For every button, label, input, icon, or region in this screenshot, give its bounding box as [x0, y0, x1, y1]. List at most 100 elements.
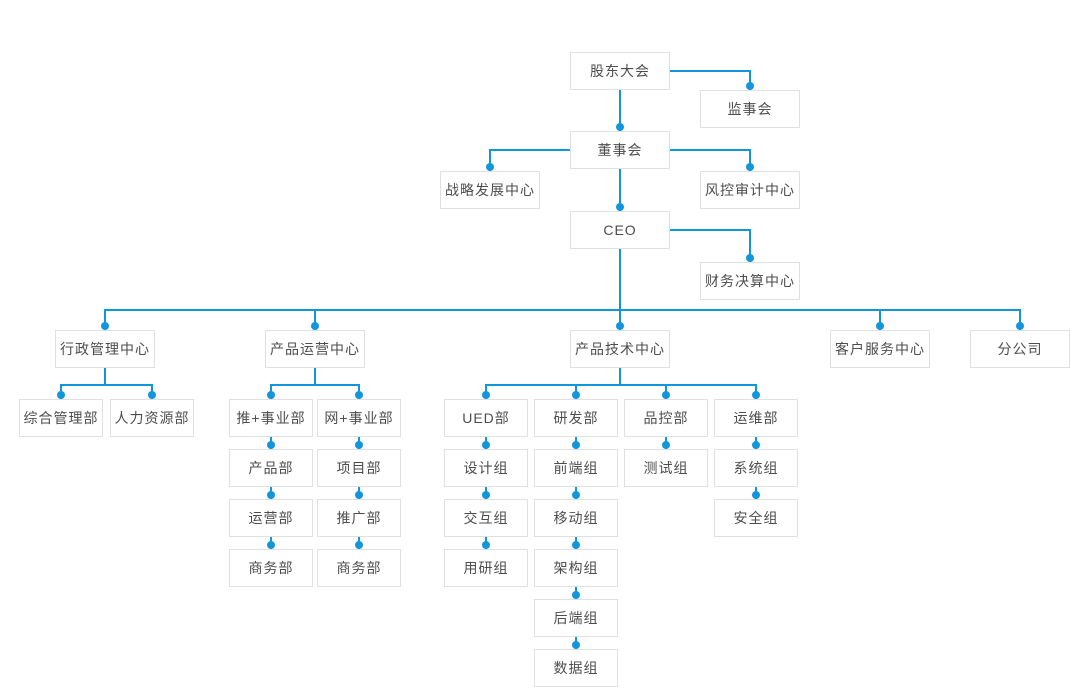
org-node-project-dept[interactable]: 项目部 — [317, 449, 401, 487]
connector-dot — [572, 641, 580, 649]
org-node-mobile-team[interactable]: 移动组 — [534, 499, 618, 537]
org-node-general-management-dept[interactable]: 综合管理部 — [19, 399, 103, 437]
connector-dot — [746, 82, 754, 90]
connector-line — [489, 149, 491, 171]
connector-rail — [485, 384, 757, 386]
org-node-rd-dept[interactable]: 研发部 — [534, 399, 618, 437]
org-node-board-of-directors[interactable]: 董事会 — [570, 131, 670, 169]
connector-line — [619, 309, 621, 330]
connector-line — [670, 70, 751, 72]
connector-line — [314, 309, 316, 330]
connector-dot — [482, 491, 490, 499]
org-node-financial-accounting-center[interactable]: 财务决算中心 — [700, 262, 800, 300]
connector-dot — [752, 491, 760, 499]
org-node-interaction-team[interactable]: 交互组 — [444, 499, 528, 537]
org-node-testing-team[interactable]: 测试组 — [624, 449, 708, 487]
org-node-system-team[interactable]: 系统组 — [714, 449, 798, 487]
org-node-security-team[interactable]: 安全组 — [714, 499, 798, 537]
org-node-label: 商务部 — [336, 560, 382, 576]
org-node-label: 行政管理中心 — [60, 341, 150, 357]
org-node-strategic-development-center[interactable]: 战略发展中心 — [440, 171, 540, 209]
connector-dot — [572, 591, 580, 599]
org-node-architecture-team[interactable]: 架构组 — [534, 549, 618, 587]
org-node-label: 品控部 — [643, 410, 689, 426]
connector-dot — [148, 391, 156, 399]
org-node-business-dept-right[interactable]: 商务部 — [317, 549, 401, 587]
org-node-label: 前端组 — [553, 460, 599, 476]
connector-dot — [482, 441, 490, 449]
org-node-risk-audit-center[interactable]: 风控审计中心 — [700, 171, 800, 209]
connector-dot — [1016, 322, 1024, 330]
org-node-label: 安全组 — [733, 510, 779, 526]
org-node-product-technology-center[interactable]: 产品技术中心 — [570, 330, 670, 368]
org-node-ued-dept[interactable]: UED部 — [444, 399, 528, 437]
org-node-label: 网+事业部 — [324, 410, 394, 426]
org-node-label: 测试组 — [643, 460, 689, 476]
org-node-human-resources-dept[interactable]: 人力资源部 — [110, 399, 194, 437]
org-node-frontend-team[interactable]: 前端组 — [534, 449, 618, 487]
connector-dot — [752, 441, 760, 449]
org-node-label: 架构组 — [553, 560, 599, 576]
connector-dot — [267, 441, 275, 449]
org-node-qc-dept[interactable]: 品控部 — [624, 399, 708, 437]
connector-dot — [355, 441, 363, 449]
org-node-label: 推+事业部 — [236, 410, 306, 426]
org-node-customer-service-center[interactable]: 客户服务中心 — [830, 330, 930, 368]
org-node-data-team[interactable]: 数据组 — [534, 649, 618, 687]
org-node-operation-dept[interactable]: 运营部 — [229, 499, 313, 537]
connector-line — [749, 149, 751, 171]
connector-dot — [616, 322, 624, 330]
connector-dot — [662, 391, 670, 399]
connector-dot — [752, 391, 760, 399]
org-node-user-research-team[interactable]: 用研组 — [444, 549, 528, 587]
org-node-backend-team[interactable]: 后端组 — [534, 599, 618, 637]
connector-dot — [267, 491, 275, 499]
connector-line — [1019, 309, 1021, 330]
connector-dot — [746, 163, 754, 171]
org-node-label: 财务决算中心 — [705, 273, 795, 289]
connector-dot — [482, 391, 490, 399]
org-node-supervisory-board[interactable]: 监事会 — [700, 90, 800, 128]
connector-dot — [355, 541, 363, 549]
org-node-label: 数据组 — [553, 660, 599, 676]
org-node-admin-management-center[interactable]: 行政管理中心 — [55, 330, 155, 368]
org-node-tui-business-dept[interactable]: 推+事业部 — [229, 399, 313, 437]
org-node-label: 交互组 — [463, 510, 509, 526]
org-node-ceo[interactable]: CEO — [570, 211, 670, 249]
org-node-label: 监事会 — [727, 101, 773, 117]
org-node-label: CEO — [603, 222, 637, 238]
org-node-product-operation-center[interactable]: 产品运营中心 — [265, 330, 365, 368]
connector-line — [104, 368, 106, 385]
org-node-branch-company[interactable]: 分公司 — [970, 330, 1070, 368]
org-node-business-dept-left[interactable]: 商务部 — [229, 549, 313, 587]
org-node-label: UED部 — [462, 410, 510, 426]
org-node-label: 商务部 — [248, 560, 294, 576]
connector-dot — [616, 123, 624, 131]
connector-dot — [267, 391, 275, 399]
org-node-ops-dept[interactable]: 运维部 — [714, 399, 798, 437]
connector-line — [619, 90, 621, 131]
org-node-label: 研发部 — [553, 410, 599, 426]
connector-rail — [270, 384, 360, 386]
connector-dot — [572, 541, 580, 549]
org-node-label: 股东大会 — [590, 63, 650, 79]
connector-dot — [355, 391, 363, 399]
connector-dot — [572, 391, 580, 399]
org-node-wang-business-dept[interactable]: 网+事业部 — [317, 399, 401, 437]
org-node-label: 人力资源部 — [114, 410, 190, 426]
connector-dot — [572, 441, 580, 449]
org-node-label: 运营部 — [248, 510, 294, 526]
org-node-label: 客户服务中心 — [835, 341, 925, 357]
org-node-promotion-dept[interactable]: 推广部 — [317, 499, 401, 537]
connector-line — [619, 249, 621, 310]
org-node-product-dept[interactable]: 产品部 — [229, 449, 313, 487]
org-node-label: 系统组 — [733, 460, 779, 476]
connector-dot — [662, 441, 670, 449]
org-node-shareholders-meeting[interactable]: 股东大会 — [570, 52, 670, 90]
org-node-design-team[interactable]: 设计组 — [444, 449, 528, 487]
connector-line — [619, 368, 621, 385]
connector-line — [314, 368, 316, 385]
org-node-label: 产品技术中心 — [575, 341, 665, 357]
connector-dot — [355, 491, 363, 499]
